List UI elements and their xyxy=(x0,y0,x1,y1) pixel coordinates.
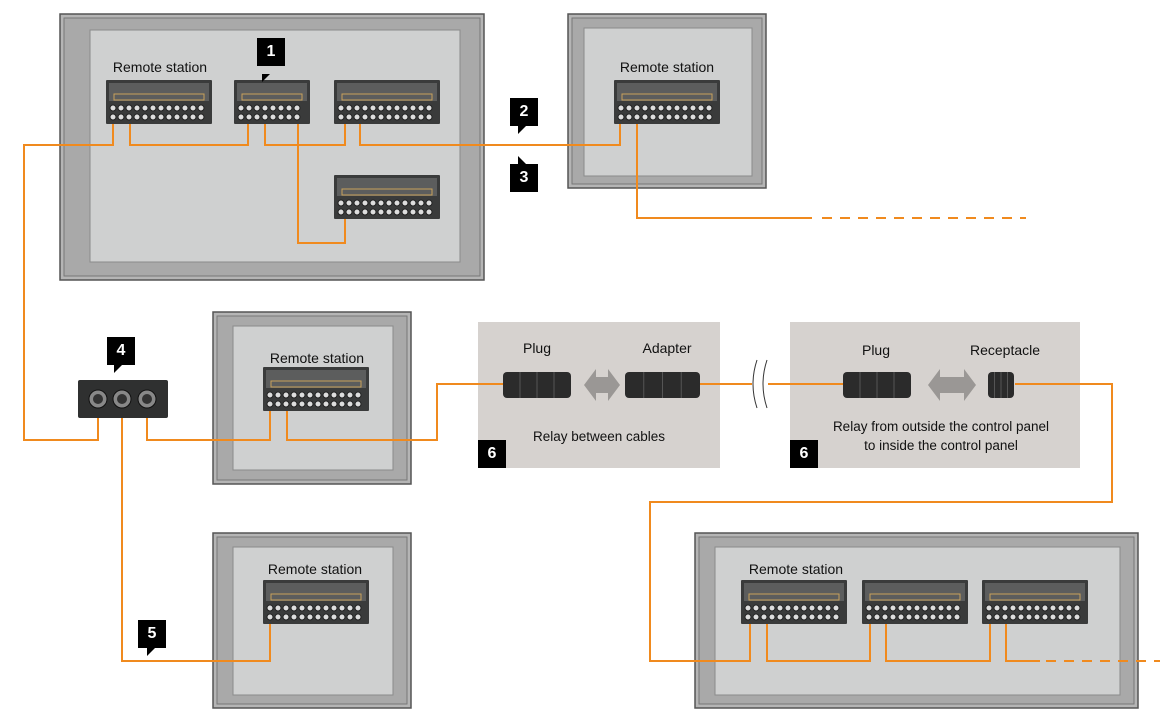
cable xyxy=(23,124,114,441)
cable xyxy=(885,624,991,662)
receptacle-label: Receptacle xyxy=(969,342,1041,358)
badge-6: 6 xyxy=(478,440,506,468)
plug-icon xyxy=(843,372,911,398)
adapter-label: Adapter xyxy=(642,340,692,356)
plug-icon xyxy=(503,372,571,398)
cable xyxy=(636,124,812,219)
badge-tail xyxy=(518,156,526,164)
cable xyxy=(121,418,271,662)
remote-station-module xyxy=(106,80,212,124)
badge-2: 2 xyxy=(510,98,538,126)
remote-station-label: Remote station xyxy=(269,350,365,366)
cable xyxy=(359,124,621,146)
cable xyxy=(146,411,271,441)
remote-station-label: Remote station xyxy=(267,561,363,577)
badge-6: 6 xyxy=(790,440,818,468)
master-module xyxy=(234,80,310,124)
remote-station-module xyxy=(263,580,369,624)
cable xyxy=(1005,624,1040,662)
relay-box xyxy=(790,322,1080,468)
remote-station-label: Remote station xyxy=(619,59,715,75)
badge-1: 1 xyxy=(257,38,285,66)
cable xyxy=(297,124,346,244)
cable xyxy=(649,383,1113,662)
cable xyxy=(129,124,249,146)
relay-between-caption: Relay between cables xyxy=(532,429,666,444)
remote-station-module xyxy=(862,580,968,624)
badge-5: 5 xyxy=(138,620,166,648)
remote-station-module xyxy=(334,80,440,124)
bidirectional-arrow-icon xyxy=(928,369,976,401)
badge-tail xyxy=(262,74,270,82)
remote-station-module xyxy=(741,580,847,624)
badge-tail xyxy=(518,126,526,134)
cable xyxy=(766,624,871,662)
remote-station-label: Remote station xyxy=(748,561,844,577)
remote-station-label: Remote station xyxy=(112,59,208,75)
control-cabinet xyxy=(212,311,412,485)
cable xyxy=(286,383,505,441)
badge-3: 3 xyxy=(510,164,538,192)
badge-tail xyxy=(114,365,122,373)
remote-station-module xyxy=(263,367,369,411)
plug-label: Plug xyxy=(861,342,891,358)
remote-station-module xyxy=(982,580,1088,624)
break-mark xyxy=(752,359,768,409)
receptacle-icon xyxy=(988,372,1014,398)
relay-outside-caption-2: to inside the control panel xyxy=(864,438,1018,453)
cable xyxy=(264,124,346,146)
adapter-icon xyxy=(625,372,700,398)
remote-station-module xyxy=(614,80,720,124)
bidirectional-arrow-icon xyxy=(584,369,620,401)
t-branch-connector xyxy=(78,380,168,418)
remote-station-module xyxy=(334,175,440,219)
badge-4: 4 xyxy=(107,337,135,365)
badge-tail xyxy=(147,648,155,656)
plug-label: Plug xyxy=(522,340,552,356)
relay-outside-caption-1: Relay from outside the control panel xyxy=(832,419,1050,434)
